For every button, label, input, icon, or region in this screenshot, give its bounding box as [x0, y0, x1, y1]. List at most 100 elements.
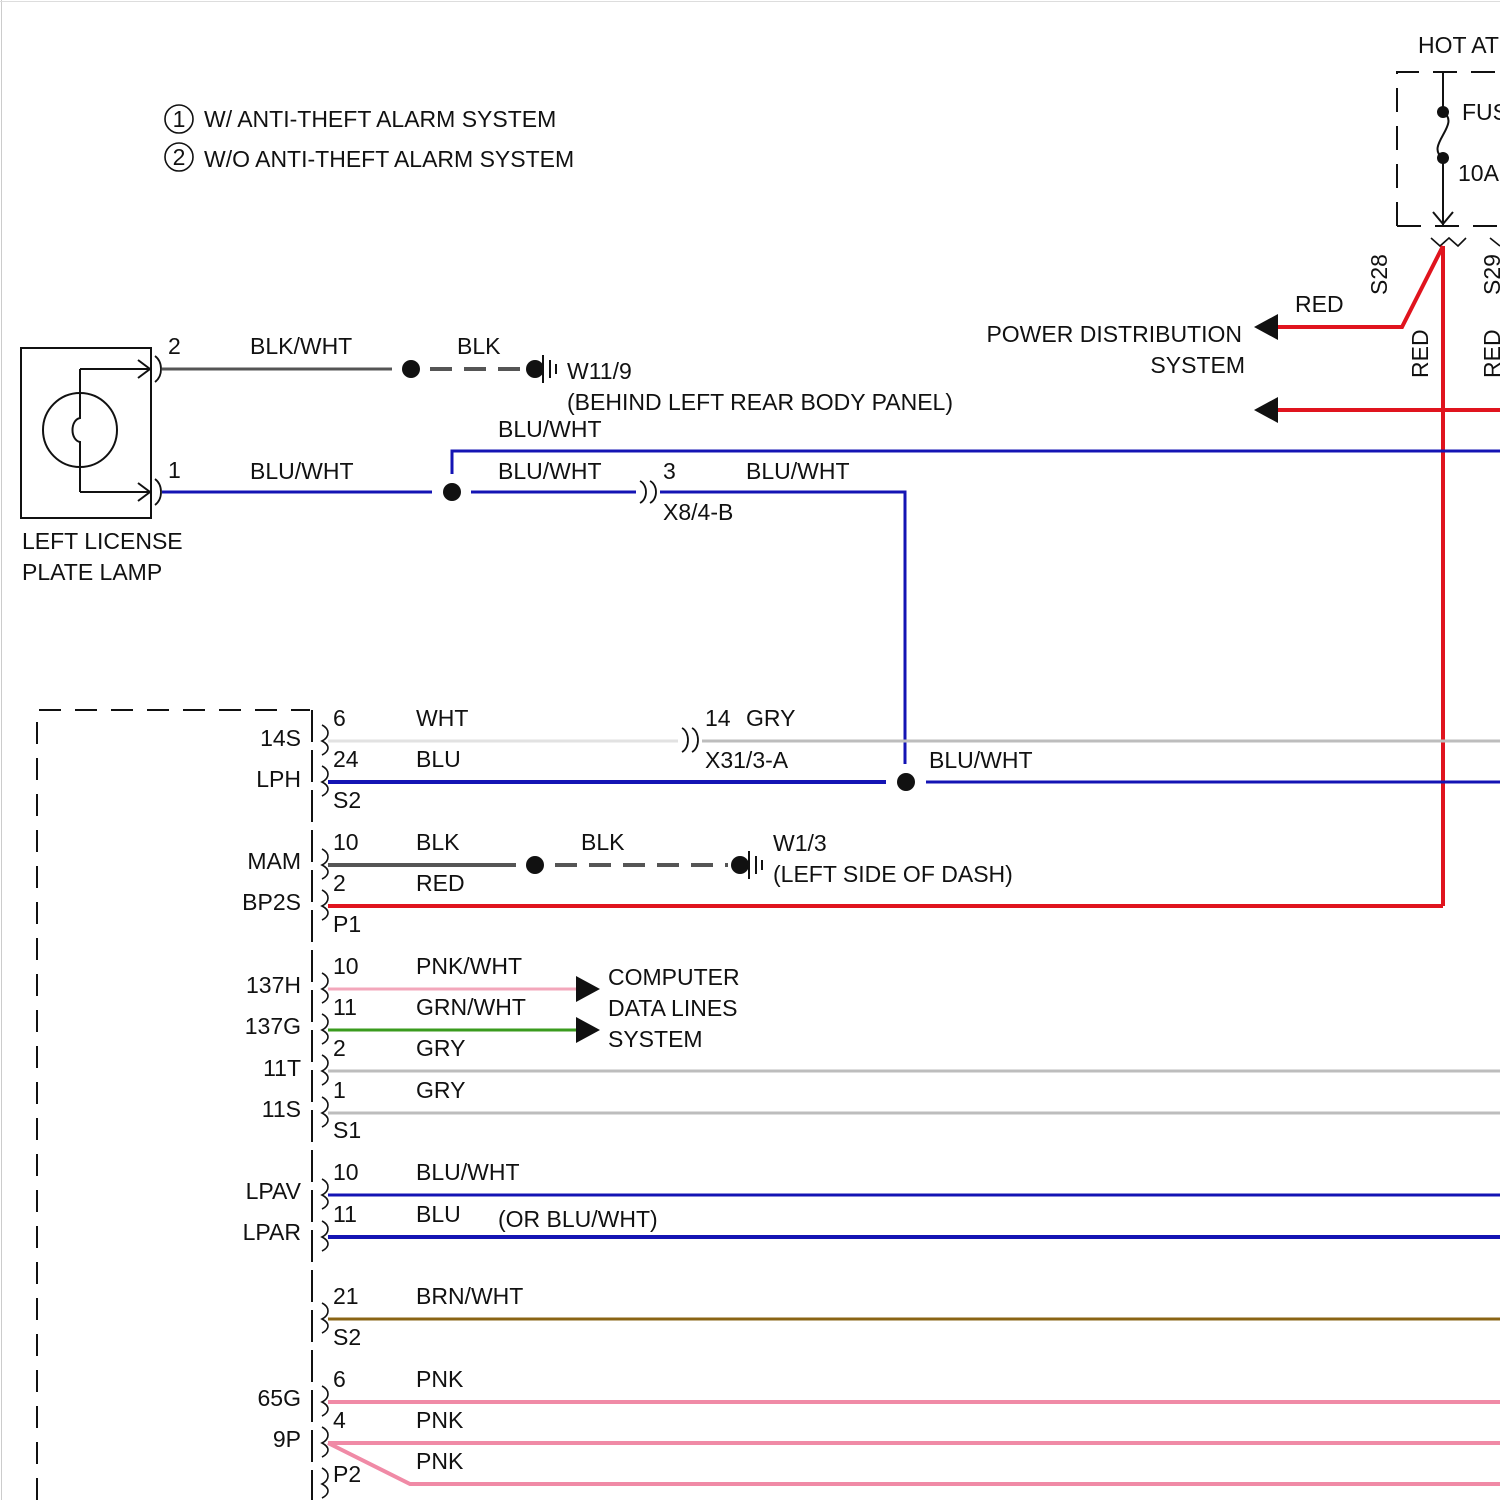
- pin-connector-icon: [322, 1097, 328, 1127]
- junction-dot: [402, 360, 420, 378]
- wire-label-blk-wht: BLK/WHT: [250, 333, 352, 359]
- wire-blu-wht-upper: [452, 451, 1500, 474]
- license-plate-lamp: LEFT LICENSE PLATE LAMP 2 1: [21, 333, 183, 585]
- splice-connector-icon-2: [1490, 238, 1500, 246]
- bulb-filament-icon: [73, 369, 81, 492]
- module-pin-labels: 14S LPH MAM BP2S 137H 137G 11T 11S LPAV …: [242, 725, 301, 1452]
- module-wires: 6WHT24BLU10BLK2RED10PNK/WHT11GRN/WHT2GRY…: [322, 705, 1500, 1498]
- wire-label-lower-blu-wht: BLU/WHT: [498, 458, 602, 484]
- arrow-right-icon-data-2: [576, 1017, 600, 1043]
- wire-pin-number: 6: [333, 1366, 346, 1392]
- wire-color-label: RED: [416, 870, 465, 896]
- lamp-terminal-arrows-icon: [138, 360, 150, 501]
- wire-label-red-vertical: RED: [1407, 329, 1433, 378]
- wire-label-red-vertical-2: RED: [1479, 329, 1500, 378]
- ground-w1-location: (LEFT SIDE OF DASH): [773, 861, 1013, 887]
- wire-pin-number: 1: [333, 1077, 346, 1103]
- fuse-box-outline: [1397, 72, 1500, 226]
- wire-color-label: PNK: [416, 1448, 464, 1474]
- computer-data-lines: COMPUTER DATA LINES SYSTEM: [576, 964, 740, 1052]
- wire-label-lph-junction: BLU/WHT: [929, 747, 1033, 773]
- wire-pnk-p2: [328, 1443, 1500, 1484]
- connector-p2: P2: [333, 1461, 361, 1487]
- wire-note: (OR BLU/WHT): [498, 1206, 658, 1232]
- wire-color-label: PNK/WHT: [416, 953, 522, 979]
- wire-pin-number: 2: [333, 870, 346, 896]
- legend: 1 W/ ANTI-THEFT ALARM SYSTEM 2 W/O ANTI-…: [165, 105, 574, 172]
- arrow-left-icon-power-1: [1254, 314, 1278, 340]
- pin-label-bp2s: BP2S: [242, 889, 301, 915]
- fuse-box: HOT AT FUS 10A: [1397, 32, 1500, 246]
- wire-color-label: GRY: [416, 1035, 465, 1061]
- x31-connector-label: X31/3-A: [705, 747, 789, 773]
- wire-pin-number: 11: [333, 994, 357, 1020]
- power-distribution: RED POWER DISTRIBUTION SYSTEM S28 RED S2…: [986, 246, 1500, 906]
- hot-at-label: HOT AT: [1418, 32, 1499, 58]
- ground-w1-name: W1/3: [773, 830, 827, 856]
- connector-s2-a: S2: [333, 787, 361, 813]
- pin-label-lpav: LPAV: [246, 1178, 302, 1204]
- wire-label-blk: BLK: [457, 333, 501, 359]
- legend-item-2: W/O ANTI-THEFT ALARM SYSTEM: [204, 146, 574, 172]
- pin-label-lpar: LPAR: [243, 1219, 301, 1245]
- splice-s29-label: S29: [1479, 254, 1500, 295]
- splice-s28-label: S28: [1366, 254, 1392, 295]
- wire-color-label: BLU/WHT: [416, 1159, 520, 1185]
- wire-color-label: WHT: [416, 705, 468, 731]
- wire-pin-number: 10: [333, 953, 359, 979]
- pin-connector-icon: [322, 725, 328, 755]
- wire-label-after-x8: BLU/WHT: [746, 458, 850, 484]
- connector-p1: P1: [333, 911, 361, 937]
- junction-dot-lph: [897, 773, 915, 791]
- wire-pin-number: 6: [333, 705, 346, 731]
- connector-x31: 14 GRY X31/3-A: [682, 705, 795, 773]
- pin-label-65g: 65G: [258, 1385, 301, 1411]
- pin-connector-icon: [322, 1303, 328, 1333]
- wire-label-upper-blu-wht: BLU/WHT: [498, 416, 602, 442]
- ground-w1-circuit: BLK W1/3 (LEFT SIDE OF DASH): [526, 829, 1013, 887]
- ground-dot: [526, 360, 544, 378]
- pin-label-11t: 11T: [263, 1055, 301, 1081]
- wire-color-label: BLU: [416, 746, 461, 772]
- x8-pin-3: 3: [663, 458, 676, 484]
- lamp-leads: [80, 369, 150, 492]
- ground-w11-circuit: BLK/WHT BLK W11/9 (BEHIND LEFT REAR BODY…: [162, 333, 953, 415]
- pin-connector-icon: [322, 1014, 328, 1044]
- pin-label-14s: 14S: [260, 725, 301, 751]
- connector-s1: S1: [333, 1117, 361, 1143]
- wire-color-label: GRN/WHT: [416, 994, 526, 1020]
- power-dist-label-2: SYSTEM: [1150, 352, 1245, 378]
- junction-dot-blu: [443, 483, 461, 501]
- pin-label-lph: LPH: [256, 766, 301, 792]
- splice-connector-icon: [1431, 238, 1466, 246]
- connector-x31-icon: [682, 728, 698, 752]
- legend-num-1: 1: [173, 106, 186, 132]
- lamp-connector-icon: [155, 356, 161, 505]
- computer-data-label-3: SYSTEM: [608, 1026, 703, 1052]
- ground-icon-w1: [749, 851, 762, 879]
- ground-icon: [543, 355, 556, 383]
- pin-connector-icon: [322, 973, 328, 1003]
- wire-pin-number: 10: [333, 829, 359, 855]
- x31-pin: 14: [705, 705, 731, 731]
- lamp-label-1: LEFT LICENSE: [22, 528, 183, 554]
- pin-connector-icon: [322, 1221, 328, 1251]
- pin-connector-icon: [322, 1386, 328, 1416]
- pin-label-137g: 137G: [245, 1013, 301, 1039]
- pin-connector-icon: [322, 1055, 328, 1085]
- pin-label-9p: 9P: [273, 1426, 301, 1452]
- pin-label-137h: 137H: [246, 972, 301, 998]
- blu-wht-lamp-circuit: BLU/WHT BLU/WHT BLU/WHT 3 BLU/WHT X8/4-B…: [162, 416, 1500, 791]
- connector-s2-b: S2: [333, 1324, 361, 1350]
- wire-color-label: PNK: [416, 1366, 464, 1392]
- computer-data-label-1: COMPUTER: [608, 964, 740, 990]
- legend-num-2: 2: [173, 144, 186, 170]
- legend-item-1: W/ ANTI-THEFT ALARM SYSTEM: [204, 106, 556, 132]
- pin-connector-icon: [322, 766, 328, 796]
- fuse-name: FUS: [1462, 99, 1500, 125]
- power-dist-label-1: POWER DISTRIBUTION: [986, 321, 1242, 347]
- wire-pin-number: 21: [333, 1283, 359, 1309]
- ground-w11-name: W11/9: [567, 358, 632, 384]
